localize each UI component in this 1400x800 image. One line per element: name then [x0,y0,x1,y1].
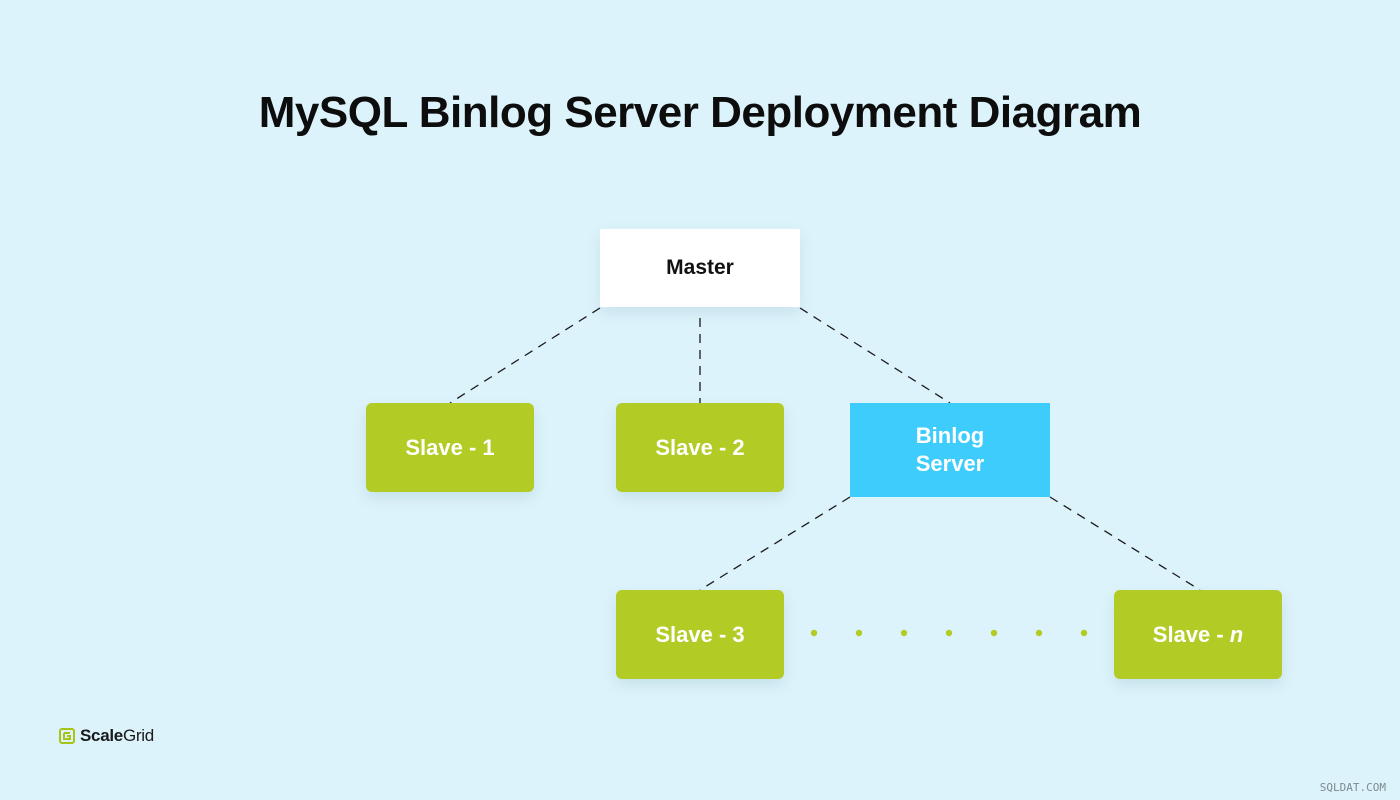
scalegrid-logo: ScaleGrid [59,726,154,746]
slave-1-label: Slave - 1 [405,434,495,460]
slave-n-node: Slave -n [1114,590,1282,679]
slave-3-label: Slave - 3 [655,621,745,647]
scalegrid-logo-icon [59,728,75,744]
connector-binlog-slaven [1049,496,1201,591]
ellipsis-dot [1080,629,1088,637]
connector-binlog-slave3 [699,496,851,591]
ellipsis-dot [900,629,908,637]
slave-2-node: Slave - 2 [616,403,784,492]
connector-master-binlog [799,307,951,404]
ellipsis-dot [810,629,818,637]
scalegrid-logo-text: ScaleGrid [80,726,154,746]
master-label: Master [666,256,734,279]
master-node: Master [600,229,800,307]
ellipsis-dot [1035,629,1043,637]
slave-3-node: Slave - 3 [616,590,784,679]
ellipsis-dot [990,629,998,637]
slave-n-label-prefix: Slave - [1152,621,1224,647]
ellipsis-dots [810,629,1088,637]
watermark: SQLDAT.COM [1319,781,1386,794]
logo-text-grid: Grid [122,726,154,745]
connector-master-slave1 [449,307,601,404]
binlog-server-node: Binlog Server [850,403,1050,497]
slave-2-label: Slave - 2 [655,434,745,460]
binlog-label-line2: Server [915,451,985,476]
slave-n-label-variable: n [1229,621,1244,647]
slave-1-node: Slave - 1 [366,403,534,492]
binlog-label-line1: Binlog [915,423,985,448]
ellipsis-dot [855,629,863,637]
ellipsis-dot [945,629,953,637]
diagram-title: MySQL Binlog Server Deployment Diagram [258,88,1142,137]
logo-text-scale: Scale [80,726,123,745]
